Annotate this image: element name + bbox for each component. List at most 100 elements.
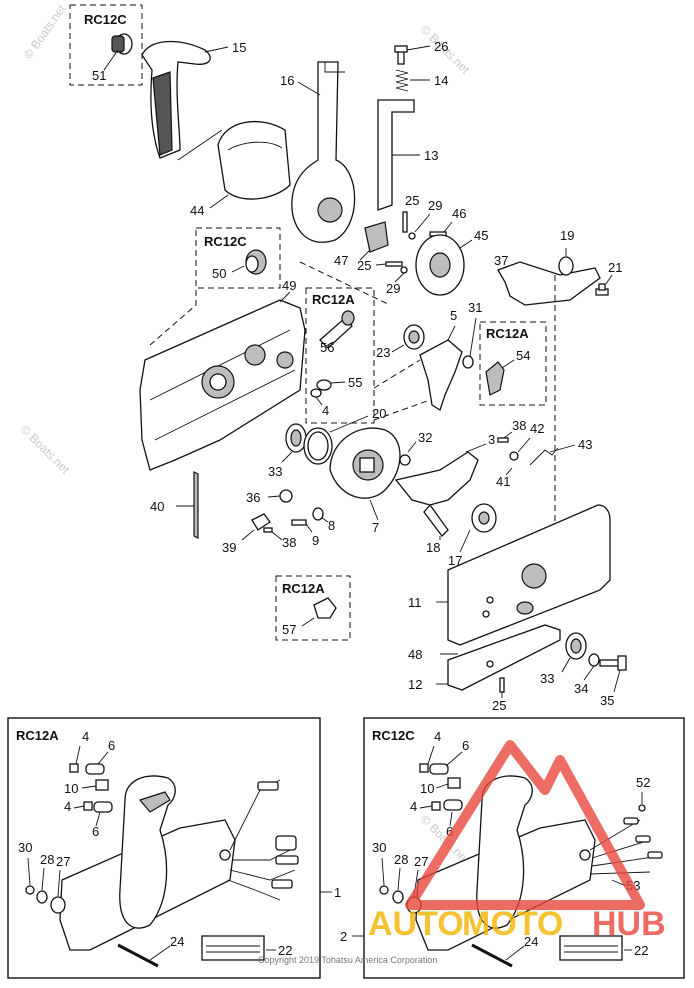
logo-text-hub: HUB	[592, 905, 666, 943]
logo-text-auto: AUTO	[368, 905, 464, 943]
callout-14: 14	[434, 73, 448, 88]
callout-17: 17	[448, 553, 462, 568]
callout-34: 34	[574, 681, 588, 696]
callout-38-right: 38	[512, 418, 526, 433]
part-37-lever-shape	[497, 261, 601, 306]
rc12a-right-tag: RC12A	[486, 326, 529, 341]
callout-42: 42	[530, 421, 544, 436]
callout-25-top: 25	[405, 193, 419, 208]
callout-L4b: 4	[64, 799, 71, 814]
watermark-text: © Boats.net	[18, 422, 73, 477]
callout-21: 21	[608, 260, 622, 275]
part-28-washer-shape	[392, 890, 404, 904]
part-22-label-shape	[559, 935, 623, 961]
callout-R10: 10	[420, 781, 434, 796]
callout-35: 35	[600, 693, 614, 708]
part-26-bolt-shape	[394, 45, 408, 65]
callout-39: 39	[222, 540, 236, 555]
part-6-bushing-shape	[429, 763, 449, 775]
part-44-cover-shape	[217, 120, 291, 200]
callout-5: 5	[450, 308, 457, 323]
rc12c-assembly-box	[363, 717, 685, 979]
part-24-bolt-shape	[471, 943, 513, 968]
part-28-washer-shape	[36, 890, 48, 904]
callout-R27: 27	[414, 854, 428, 869]
housing-group-outline	[149, 261, 391, 346]
callout-R28: 28	[394, 852, 408, 867]
callout-33-low: 33	[540, 671, 554, 686]
rc12c-mid-tag: RC12C	[204, 234, 247, 249]
part-25-screw-shape	[402, 211, 408, 233]
callout-8: 8	[328, 518, 335, 533]
callout-46: 46	[452, 206, 466, 221]
callout-36: 36	[246, 490, 260, 505]
part-5-bracket-shape	[419, 339, 463, 411]
callout-49: 49	[282, 278, 296, 293]
part-7-gear-plate-shape	[329, 427, 401, 499]
callout-R2: 2	[340, 929, 347, 944]
part-25-screw-shape	[385, 261, 403, 267]
callout-R6a: 6	[462, 738, 469, 753]
part-34-washer-shape	[588, 653, 600, 667]
callout-R4a: 4	[434, 729, 441, 744]
callout-L28: 28	[40, 852, 54, 867]
part-47-block-shape	[364, 221, 389, 253]
automotohub-logo: AUTO MOTO HUB	[368, 740, 666, 943]
part-35-bolt-shape	[599, 655, 627, 671]
callout-47: 47	[334, 253, 348, 268]
callout-L10: 10	[64, 781, 78, 796]
callout-3: 3	[488, 432, 495, 447]
rc12a-assembly-tag: RC12A	[16, 728, 59, 743]
callout-54: 54	[516, 348, 530, 363]
callout-37: 37	[494, 253, 508, 268]
callout-9: 9	[312, 533, 319, 548]
callout-R22: 22	[634, 943, 648, 958]
callout-29-top: 29	[428, 198, 442, 213]
callout-4-mid: 4	[322, 403, 329, 418]
callout-L24: 24	[170, 934, 184, 949]
part-36-cap-shape	[279, 489, 293, 503]
part-32-stop-shape	[399, 454, 411, 466]
part-38-screw-shape	[263, 527, 273, 533]
part-13-bar-shape	[377, 99, 415, 211]
callout-57: 57	[282, 622, 296, 637]
part-3-link-shape	[394, 451, 479, 506]
part-30-washer-shape	[25, 885, 35, 895]
callout-R24: 24	[524, 934, 538, 949]
part-31-washer-shape	[462, 355, 474, 369]
part-4-clip-shape	[310, 388, 322, 398]
part-43-spring-shape	[529, 447, 559, 466]
callout-40: 40	[150, 499, 164, 514]
callout-15: 15	[232, 40, 246, 55]
part-16-lever-shape	[291, 61, 356, 243]
callout-L30: 30	[18, 840, 32, 855]
callout-7: 7	[372, 520, 379, 535]
callout-18: 18	[426, 540, 440, 555]
part-15-grip-shape	[152, 71, 173, 156]
part-57-clip-shape	[313, 597, 337, 619]
part-22-label-shape	[201, 935, 265, 961]
part-8-washer-shape	[312, 507, 324, 521]
part-4-nut-shape	[431, 801, 441, 811]
callout-56: 56	[320, 340, 334, 355]
callout-L6b: 6	[92, 824, 99, 839]
part-17-cam-shape	[471, 503, 497, 533]
callout-R30: 30	[372, 840, 386, 855]
part-9-screw-shape	[291, 519, 307, 526]
callout-43: 43	[578, 437, 592, 452]
part-56-shaft-shape	[319, 310, 355, 349]
part-6-bushing-shape	[85, 763, 105, 775]
callout-L6a: 6	[108, 738, 115, 753]
part-4-nut-shape	[419, 763, 429, 773]
callout-31: 31	[468, 300, 482, 315]
part-6-bushing-shape	[93, 801, 113, 813]
callout-44: 44	[190, 203, 204, 218]
part-52-cap-shape	[638, 804, 646, 812]
part-10-nut-shape	[447, 777, 461, 789]
rc12a-mid-tag: RC12A	[312, 292, 355, 307]
rc12a-low-group-box	[275, 575, 351, 641]
callout-55: 55	[348, 375, 362, 390]
part-6-bushing-shape	[443, 799, 463, 811]
callout-L22: 22	[278, 943, 292, 958]
rc12a-mid-group-box	[305, 287, 375, 424]
